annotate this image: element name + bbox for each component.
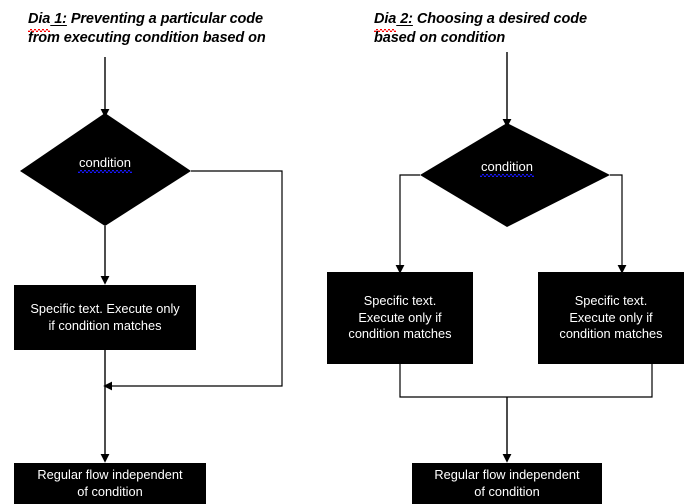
regular-box-2[interactable] — [412, 463, 602, 504]
decision-label-2: condition — [479, 159, 535, 177]
branch-left-box-2[interactable] — [327, 272, 473, 364]
connector-bypass-1 — [103, 170, 283, 391]
decision-label-1-text: condition — [77, 155, 133, 173]
diagram-1-title-number: 1: — [50, 11, 67, 27]
decision-diamond-1[interactable] — [20, 113, 191, 226]
diagram-1-group — [14, 57, 283, 504]
connector-decision-to-right-branch-2 — [610, 174, 627, 274]
regular-box-1[interactable] — [14, 463, 206, 504]
diagram-2-title-number: 2: — [396, 11, 413, 27]
diagram-1-title-label: Dia 1: — [28, 11, 67, 32]
connector-decision-to-left-branch-2 — [395, 174, 420, 274]
diagram-1-title: Dia 1: Preventing a particular code from… — [28, 10, 268, 48]
diagram-2-title-label: Dia 2: — [374, 11, 413, 32]
decision-label-1: condition — [77, 155, 133, 173]
diagram-2-title-text: Choosing a desired code based on conditi… — [374, 11, 591, 46]
diagram-1-title-text: Preventing a particular code from execut… — [28, 11, 267, 46]
conditional-box-1[interactable] — [14, 285, 196, 350]
decision-label-2-text: condition — [479, 159, 535, 177]
spellcheck-underline-dia2: Dia — [374, 11, 397, 32]
connector-merge-branches-2 — [399, 364, 653, 398]
spellcheck-underline-dia1: Dia — [28, 11, 51, 32]
diagram-2-title: Dia 2: Choosing a desired code based on … — [374, 10, 624, 48]
branch-right-box-2[interactable] — [538, 272, 684, 364]
diagram-2-group — [327, 52, 684, 504]
